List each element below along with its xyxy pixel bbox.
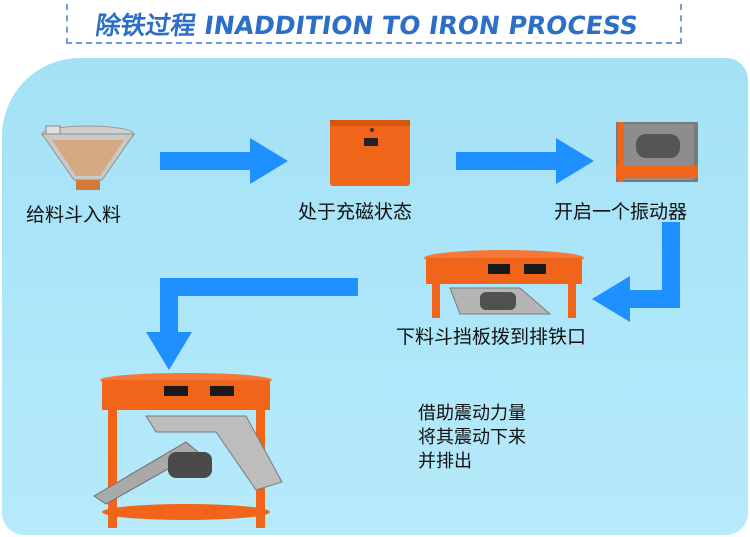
step3-label: 开启一个振动器	[554, 197, 687, 224]
hopper-image	[38, 122, 138, 192]
step2-label: 处于充磁状态	[298, 197, 412, 224]
final-note-line1: 借助震动力量	[418, 402, 526, 426]
page-title: 除铁过程 INADDITION TO IRON PROCESS	[93, 6, 640, 42]
magnet-drum-image	[330, 120, 410, 186]
step1-label: 给料斗入料	[26, 200, 121, 227]
arrow-step2-to-step3	[456, 138, 596, 184]
final-note-line2: 将其震动下来	[418, 426, 526, 450]
final-note: 借助震动力量 将其震动下来 并排出	[418, 402, 526, 474]
machine-flap-image	[420, 248, 588, 320]
arrow-step3-to-step4	[590, 222, 690, 328]
arrow-step4-to-final	[144, 278, 362, 372]
final-note-line3: 并排出	[418, 450, 526, 474]
arrow-step1-to-step2	[160, 138, 290, 184]
vibrator-image	[616, 122, 698, 182]
machine-full-image	[86, 372, 286, 530]
step4-label: 下料斗挡板拨到排铁口	[396, 322, 586, 349]
